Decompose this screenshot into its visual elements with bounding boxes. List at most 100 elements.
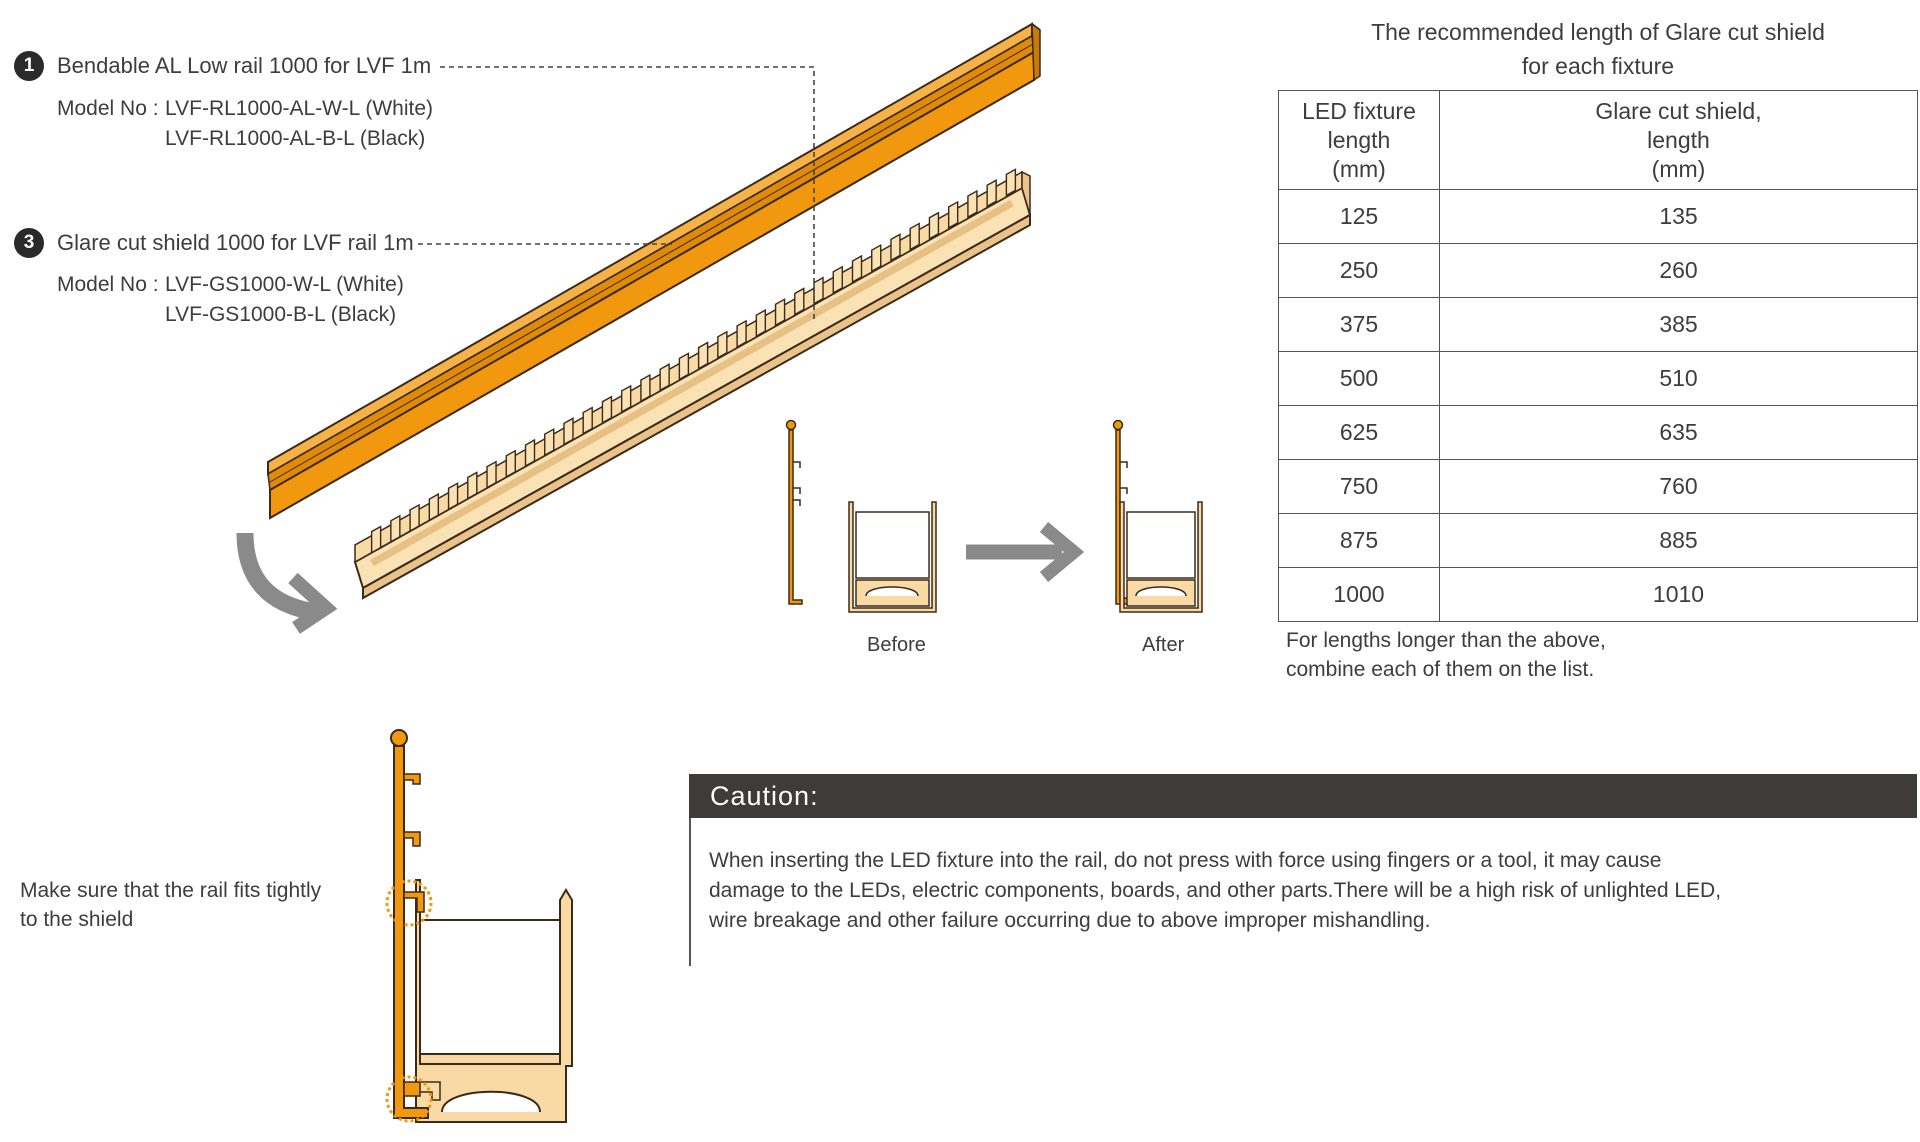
bendable-rail-illustration: [267, 22, 1041, 520]
header-glare-shield-length: Glare cut shield, length (mm): [1439, 90, 1918, 190]
item-1-model-white: LVF-RL1000-AL-W-L (White): [165, 97, 434, 120]
header-cell-line: length: [1647, 126, 1710, 153]
shield-comb-tooth: [909, 222, 920, 251]
rail-fit-profile-diagram: [385, 729, 573, 1123]
table-title-line-1: The recommended length of Glare cut shie…: [1371, 19, 1825, 45]
fit-note-line-2: to the shield: [20, 908, 134, 931]
shield-comb-tooth: [505, 449, 516, 479]
shield-length-cell: 885: [1439, 513, 1918, 568]
led-length-cell: 875: [1278, 513, 1440, 568]
header-led-fixture-length: LED fixture length (mm): [1278, 90, 1440, 190]
item-3-model-black: LVF-GS1000-B-L (Black): [165, 303, 397, 326]
caution-text-line-3: wire breakage and other failure occurrin…: [709, 909, 1431, 932]
shield-comb-tooth: [563, 417, 574, 446]
right-arrow-icon: [966, 522, 1085, 582]
header-cell-line: (mm): [1651, 155, 1706, 182]
led-length-cell: 750: [1278, 459, 1440, 514]
shield-comb-tooth: [390, 514, 401, 543]
header-cell-line: (mm): [1332, 155, 1386, 182]
table-note-line-1: For lengths longer than the above,: [1286, 629, 1606, 652]
led-length-cell: 250: [1278, 243, 1440, 298]
shield-length-cell: 135: [1439, 189, 1918, 244]
shield-comb-tooth: [544, 427, 555, 457]
shield-comb-tooth: [947, 200, 959, 230]
shield-comb-tooth: [774, 298, 786, 327]
shield-length-cell: 1010: [1439, 567, 1918, 622]
shield-comb-tooth: [871, 243, 882, 273]
shield-comb-tooth: [1005, 168, 1017, 197]
item-3-badge: 3: [14, 228, 44, 258]
shield-comb-tooth: [447, 482, 459, 511]
shield-comb-tooth: [486, 460, 497, 489]
shield-comb-tooth: [794, 287, 805, 316]
after-profile-diagram: [1112, 419, 1203, 613]
item-1-model-black: LVF-RL1000-AL-B-L (Black): [165, 127, 426, 150]
caution-title: Caution:: [710, 781, 819, 811]
item-3-title: Glare cut shield 1000 for LVF rail 1m: [57, 230, 414, 255]
item-1-badge: 1: [14, 51, 44, 81]
led-length-cell: 1000: [1278, 567, 1440, 622]
shield-comb-tooth: [582, 406, 593, 435]
item-3-model-white: LVF-GS1000-W-L (White): [165, 273, 404, 296]
shield-length-cell: 760: [1439, 459, 1918, 514]
leader-lines: [418, 66, 815, 320]
header-cell-line: LED fixture: [1302, 97, 1416, 124]
after-label: After: [1142, 634, 1185, 656]
caution-side-rule: [689, 818, 691, 966]
shield-comb-tooth: [851, 254, 863, 284]
curved-arrow-icon: [236, 532, 338, 634]
shield-length-cell: 510: [1439, 351, 1918, 406]
fit-note-line-1: Make sure that the rail fits tightly: [20, 879, 322, 902]
shield-comb-tooth: [370, 525, 382, 554]
header-cell-line: length: [1327, 126, 1391, 153]
shield-comb-tooth: [986, 179, 997, 208]
led-length-cell: 375: [1278, 297, 1440, 352]
shield-length-cell: 385: [1439, 297, 1918, 352]
caution-text-line-2: damage to the LEDs, electric components,…: [709, 879, 1722, 902]
table-header-row: LED fixture length (mm) Glare cut shield…: [1278, 90, 1918, 190]
shield-comb-tooth: [813, 276, 824, 305]
shield-comb-tooth: [409, 503, 420, 533]
led-length-cell: 625: [1278, 405, 1440, 460]
before-profile-diagram: [785, 419, 937, 613]
glare-cut-shield-illustration: [353, 168, 1032, 600]
shield-comb-tooth: [890, 233, 901, 262]
before-label: Before: [867, 634, 926, 656]
table-note-line-2: combine each of them on the list.: [1286, 658, 1595, 681]
led-length-cell: 125: [1278, 189, 1440, 244]
shield-comb-tooth: [659, 363, 670, 392]
table-title-line-2: for each fixture: [1521, 53, 1675, 79]
shield-length-cell: 635: [1439, 405, 1918, 460]
shield-comb-tooth: [467, 471, 478, 500]
shield-comb-tooth: [717, 330, 728, 359]
shield-comb-tooth: [967, 189, 978, 219]
shield-comb-tooth: [601, 395, 613, 424]
item-1-title: Bendable AL Low rail 1000 for LVF 1m: [57, 53, 432, 78]
led-length-cell: 500: [1278, 351, 1440, 406]
caution-text-line-1: When inserting the LED fixture into the …: [709, 849, 1662, 872]
caution-header-bar: [689, 774, 1917, 818]
shield-comb-tooth: [640, 373, 651, 403]
shield-comb-tooth: [832, 265, 843, 295]
shield-comb-tooth: [428, 492, 440, 522]
glare-shield-length-table: LED fixture length (mm) Glare cut shield…: [1278, 90, 1918, 622]
shield-comb-tooth: [928, 211, 940, 240]
shield-comb-tooth: [620, 384, 632, 414]
shield-comb-tooth: [524, 438, 536, 468]
header-cell-line: Glare cut shield,: [1595, 97, 1762, 124]
shield-comb-tooth: [736, 319, 747, 349]
shield-comb-tooth: [697, 341, 709, 370]
shield-length-cell: 260: [1439, 243, 1918, 298]
shield-comb-tooth: [755, 308, 767, 338]
shield-comb-tooth: [678, 352, 690, 381]
item-1-model-label: Model No :: [57, 97, 159, 120]
